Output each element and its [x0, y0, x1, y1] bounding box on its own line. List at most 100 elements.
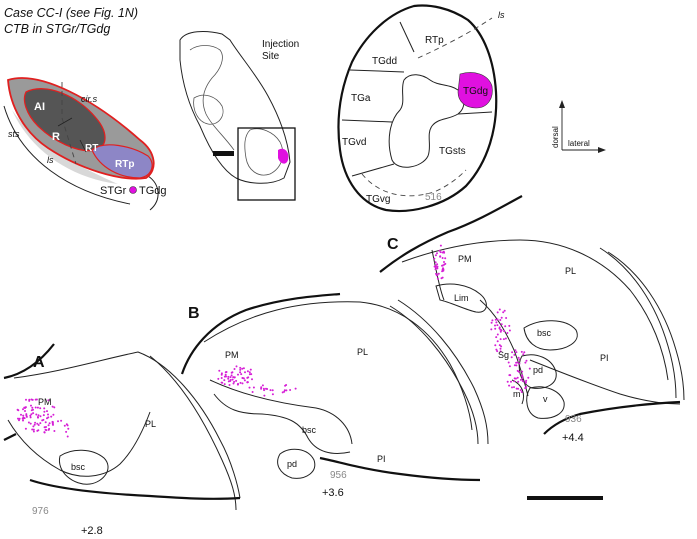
- labeled-cell-dot: [271, 393, 274, 396]
- labeled-cell-dot: [434, 268, 437, 271]
- labeled-cell-dot: [227, 377, 230, 380]
- pole-border-3: [341, 119, 393, 123]
- labeled-cell-dot: [47, 399, 50, 402]
- section-c-labeled-cells: [433, 244, 531, 393]
- pole-border-5: [457, 111, 493, 115]
- tgdg-injection-area: [457, 72, 493, 109]
- labeled-cell-dot: [513, 353, 516, 356]
- section-a-inner-layer: [149, 355, 237, 511]
- labeled-cell-dot: [263, 394, 266, 397]
- section-c-bsc: [523, 320, 578, 351]
- labeled-cell-dot: [241, 367, 244, 370]
- labeled-cell-dot: [220, 377, 223, 379]
- labeled-cell-dot: [260, 386, 263, 389]
- pole-outline: [337, 4, 498, 213]
- labeled-cell-dot: [248, 386, 251, 389]
- labeled-cell-dot: [43, 426, 46, 429]
- labeled-cell-dot: [285, 389, 288, 392]
- labeled-cell-dot: [31, 398, 34, 401]
- labeled-cell-dot: [29, 422, 32, 425]
- labeled-cell-dot: [524, 381, 527, 384]
- labeled-cell-dot: [499, 330, 502, 333]
- labeled-cell-dot: [498, 308, 501, 311]
- labeled-cell-dot: [508, 329, 511, 332]
- labeled-cell-dot: [237, 373, 239, 376]
- labeled-cell-dot: [29, 414, 32, 417]
- labeled-cell-dot: [442, 268, 445, 271]
- labeled-cell-dot: [22, 414, 25, 417]
- rt-label: RT: [85, 143, 98, 154]
- site-label: Site: [262, 51, 280, 62]
- labeled-cell-dot: [506, 380, 509, 383]
- labeled-cell-dot: [524, 361, 527, 364]
- section-c-lim: [435, 283, 487, 313]
- labeled-cell-dot: [510, 356, 513, 359]
- labeled-cell-dot: [241, 382, 244, 385]
- labeled-cell-dot: [57, 420, 59, 423]
- labeled-cell-dot: [515, 364, 518, 367]
- labeled-cell-dot: [251, 378, 253, 381]
- labeled-cell-dot: [523, 351, 526, 354]
- labeled-cell-dot: [230, 374, 233, 377]
- labeled-cell-dot: [17, 417, 19, 420]
- labeled-cell-dot: [47, 424, 50, 427]
- labeled-cell-dot: [443, 251, 446, 254]
- labeled-cell-dot: [16, 408, 19, 411]
- labeled-cell-dot: [439, 251, 442, 254]
- labeled-cell-dot: [525, 379, 528, 382]
- section-c-bsc-label: bsc: [537, 328, 552, 338]
- labeled-cell-dot: [233, 368, 236, 370]
- section-c-pl-label: PL: [565, 266, 576, 276]
- labeled-cell-dot: [508, 384, 511, 387]
- labeled-cell-dot: [496, 333, 499, 336]
- labeled-cell-dot: [34, 406, 37, 409]
- labeled-cell-dot: [500, 323, 503, 326]
- section-b-pm-label: PM: [225, 350, 239, 360]
- labeled-cell-dot: [434, 266, 437, 269]
- auditory-cortex-map: AI R RT RTp cir.s ls sts STGr TGdg: [3, 77, 167, 211]
- labeled-cell-dot: [231, 378, 234, 381]
- labeled-cell-dot: [232, 376, 235, 379]
- labeled-cell-dot: [46, 417, 48, 420]
- labeled-cell-dot: [521, 380, 524, 383]
- labeled-cell-dot: [520, 350, 523, 353]
- labeled-cell-dot: [241, 377, 244, 379]
- labeled-cell-dot: [495, 321, 498, 324]
- labeled-cell-dot: [51, 420, 54, 423]
- hemisphere-outline: [179, 31, 291, 184]
- labeled-cell-dot: [444, 262, 447, 265]
- labeled-cell-dot: [60, 419, 63, 422]
- section-b-inner-layer-2: [397, 299, 489, 445]
- labeled-cell-dot: [284, 384, 287, 387]
- labeled-cell-dot: [499, 338, 502, 341]
- section-b-inner-layer: [389, 305, 479, 445]
- labeled-cell-dot: [494, 318, 497, 321]
- section-c-pi-label: PI: [600, 353, 609, 363]
- scale-bar: [527, 496, 603, 500]
- labeled-cell-dot: [528, 367, 531, 370]
- labeled-cell-dot: [23, 406, 26, 409]
- labeled-cell-dot: [24, 427, 27, 430]
- injection-spot: [278, 148, 289, 164]
- labeled-cell-dot: [53, 430, 56, 432]
- labeled-cell-dot: [496, 324, 499, 327]
- labeled-cell-dot: [517, 380, 520, 383]
- labeled-cell-dot: [525, 359, 528, 362]
- labeled-cell-dot: [269, 389, 272, 392]
- labeled-cell-dot: [494, 324, 496, 327]
- labeled-cell-dot: [503, 309, 506, 312]
- labeled-cell-dot: [496, 340, 499, 343]
- labeled-cell-dot: [436, 274, 439, 277]
- labeled-cell-dot: [507, 361, 510, 364]
- labeled-cell-dot: [443, 261, 445, 263]
- labeled-cell-dot: [433, 257, 436, 260]
- labeled-cell-dot: [231, 371, 234, 374]
- labeled-cell-dot: [224, 373, 227, 376]
- labeled-cell-dot: [223, 379, 226, 382]
- labeled-cell-dot: [260, 387, 263, 390]
- injection-label: Injection: [262, 39, 299, 50]
- labeled-cell-dot: [281, 391, 284, 394]
- pole-tgsts-label: TGsts: [439, 146, 466, 157]
- section-c-sg-label: Sg: [498, 350, 509, 360]
